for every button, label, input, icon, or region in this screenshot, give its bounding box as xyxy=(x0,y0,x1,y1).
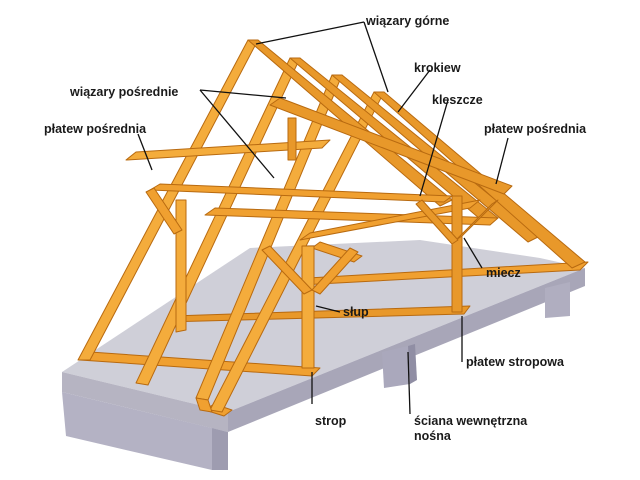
purlin-right xyxy=(269,97,513,195)
label-kleszcze: kleszcze xyxy=(432,93,483,107)
label-wiazary-posrednie: wiązary pośrednie xyxy=(70,85,179,99)
post-right xyxy=(451,195,463,313)
post-back xyxy=(287,117,297,161)
label-sciana-line1: ściana wewnętrzna xyxy=(414,414,528,428)
brace-front-2 xyxy=(311,247,359,295)
label-krokiew: krokiew xyxy=(414,61,461,75)
label-platew-stropowa: płatew stropowa xyxy=(466,355,564,369)
post-front xyxy=(301,245,315,369)
label-strop: strop xyxy=(315,414,347,428)
label-slup: słup xyxy=(343,305,369,319)
label-miecz: miecz xyxy=(486,266,521,280)
label-sciana-line2: nośna xyxy=(414,429,451,443)
collar-tie-1 xyxy=(149,183,453,203)
brace-left-1 xyxy=(145,187,183,235)
label-sciana: ściana wewnętrzna nośna xyxy=(414,414,527,444)
brace-right-2 xyxy=(415,199,459,245)
collar-tie-3 xyxy=(299,199,481,241)
rafter-tail-1 xyxy=(195,397,213,413)
label-platew-posrednia-right: płatew pośrednia xyxy=(484,122,587,136)
leader-lines xyxy=(137,21,509,415)
label-platew-posrednia-left: płatew pośrednia xyxy=(44,122,147,136)
brace-right-1 xyxy=(455,199,499,241)
label-wiazary-gorne: wiązary górne xyxy=(366,14,450,28)
purlin-left xyxy=(125,139,331,161)
post-left-front xyxy=(175,199,187,333)
